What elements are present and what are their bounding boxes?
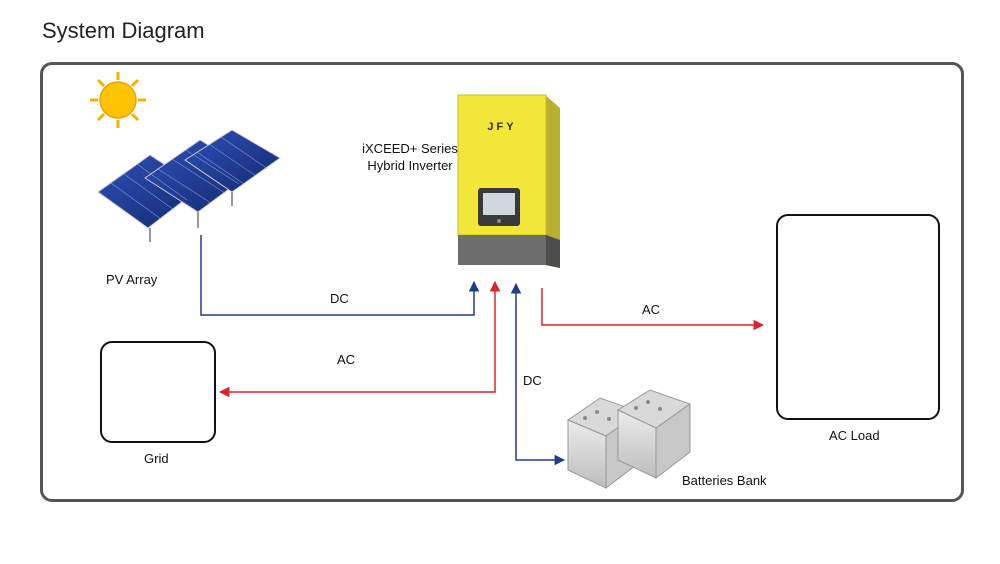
inverter-series: iXCEED+ Series [362,141,458,156]
inverter-icon [457,94,560,268]
grid-box [100,341,216,443]
dc-line-battery-inverter [510,282,566,466]
flow-label-pv-dc: DC [330,291,349,306]
battery-icon [566,389,692,490]
ac-load-label: AC Load [829,428,880,443]
pv-array-label: PV Array [106,272,158,287]
grid-label: Grid [144,451,169,466]
batteries-label: Batteries Bank [682,473,767,488]
solar-panel-icon [97,129,281,242]
inverter-label: iXCEED+ Series Hybrid Inverter [350,140,470,174]
inverter-type: Hybrid Inverter [367,158,453,173]
ac-line-inverter-grid [218,280,501,398]
ac-line-inverter-to-load [541,288,765,331]
inverter-brand: JFY [487,121,516,133]
diagram-frame [40,62,964,502]
flow-label-load-ac: AC [642,302,661,317]
ac-load-box [776,214,940,420]
sun-icon [90,72,146,128]
diagram-title: System Diagram [42,18,205,43]
flow-label-grid-ac: AC [337,352,356,367]
flow-label-battery-dc: DC [523,373,542,388]
